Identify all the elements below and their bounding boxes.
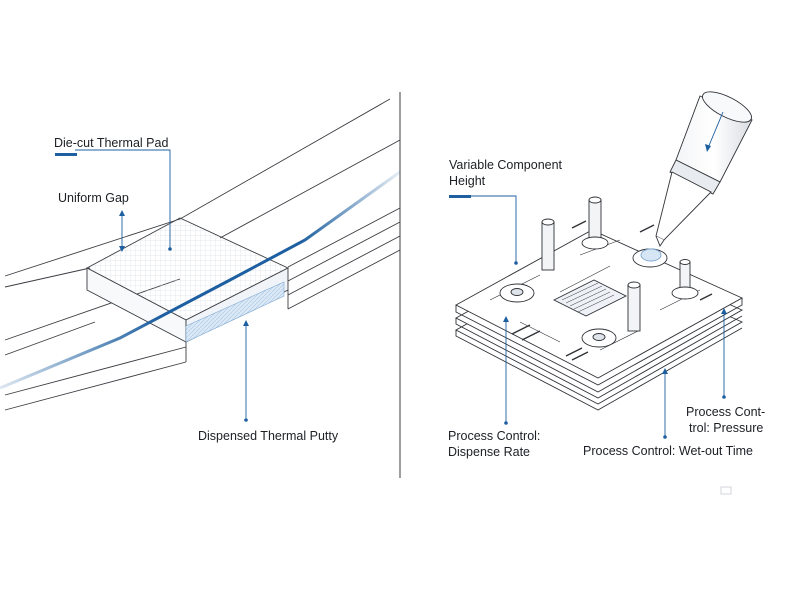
- uniform-gap-arrow-down: [119, 246, 125, 252]
- tall-component-2: [627, 284, 641, 332]
- syringe-leader: [707, 111, 724, 149]
- board-bottom-edge: [455, 327, 743, 411]
- dispense-rate-dot: [504, 421, 508, 425]
- right-panel-illustration: [455, 91, 753, 411]
- cylinder-component-1: [588, 199, 602, 241]
- dispenser-syringe: [655, 91, 753, 247]
- upper-inner-line: [219, 139, 401, 239]
- label-dispense-rate-line2: Dispense Rate: [448, 445, 530, 459]
- ic-chip-pins: [561, 282, 615, 313]
- ring-component-left-hole: [510, 288, 524, 296]
- label-wetout-time: Process Control: Wet-out Time: [583, 444, 753, 458]
- right-rail-1: [287, 207, 401, 268]
- variable-height-dot: [514, 261, 518, 265]
- dispensed-putty-layer: [185, 281, 285, 343]
- smd-pads: [511, 220, 713, 361]
- label-dispense-rate-line1: Process Control:: [448, 429, 541, 443]
- tall-component-2-top: [627, 281, 641, 289]
- label-variable-component-height-line1: Variable Component: [449, 158, 563, 172]
- ic-chip: [552, 279, 628, 317]
- label-uniform-gap: Uniform Gap: [58, 191, 129, 205]
- die-cut-leader: [75, 149, 171, 248]
- putty-arrow: [243, 320, 249, 326]
- right-rail-2: [287, 221, 401, 282]
- label-dispensed-thermal-putty: Dispensed Thermal Putty: [198, 429, 339, 443]
- rail-line-2: [4, 321, 96, 356]
- label-die-cut-thermal-pad: Die-cut Thermal Pad: [54, 136, 169, 150]
- pressure-dot: [722, 395, 726, 399]
- syringe-collar: [669, 159, 721, 195]
- syringe-arrow: [705, 144, 711, 152]
- rail-line-4: [4, 361, 187, 411]
- ring-component-bottom-hole: [592, 333, 606, 341]
- dispensed-putty-blob: [640, 248, 662, 262]
- label-pressure-line2: trol: Pressure: [689, 421, 764, 435]
- syringe-tip: [655, 235, 665, 247]
- cylinder-component-1-top: [588, 196, 602, 204]
- variable-height-marker: [449, 195, 471, 198]
- cylinder-component-2: [679, 261, 691, 291]
- label-pressure-line1: Process Cont-: [686, 405, 766, 419]
- corner-mark: [720, 486, 732, 495]
- putty-leader-dot: [244, 418, 248, 422]
- cylinder-component-2-top: [679, 259, 691, 265]
- thermal-path-stripe: [0, 170, 401, 390]
- tall-component-1: [541, 221, 555, 271]
- left-callouts: [55, 149, 249, 422]
- pressure-arrow: [721, 308, 727, 314]
- left-panel-illustration: [4, 98, 401, 411]
- cylinder-component-2-base: [671, 286, 699, 300]
- right-callouts: [449, 111, 727, 439]
- uniform-gap-arrow-up: [119, 210, 125, 216]
- wetout-dot: [663, 435, 667, 439]
- dispense-rate-arrow: [503, 316, 509, 322]
- pcb-edge: [455, 298, 743, 386]
- rail-line-3: [4, 346, 187, 396]
- die-cut-label-marker: [55, 153, 77, 156]
- right-rail-4: [287, 249, 401, 310]
- label-variable-component-height-line2: Height: [449, 174, 486, 188]
- board-middle-edge: [455, 315, 743, 399]
- tall-component-1-top: [541, 218, 555, 226]
- upper-board-top-edge: [4, 267, 91, 288]
- wetout-arrow: [662, 368, 668, 374]
- syringe-top: [702, 91, 752, 123]
- cylinder-component-1-base: [581, 236, 609, 250]
- right-rail-3: [287, 235, 401, 296]
- variable-height-leader: [471, 195, 517, 262]
- die-cut-leader-dot: [168, 247, 172, 251]
- lower-base-front: [185, 290, 289, 362]
